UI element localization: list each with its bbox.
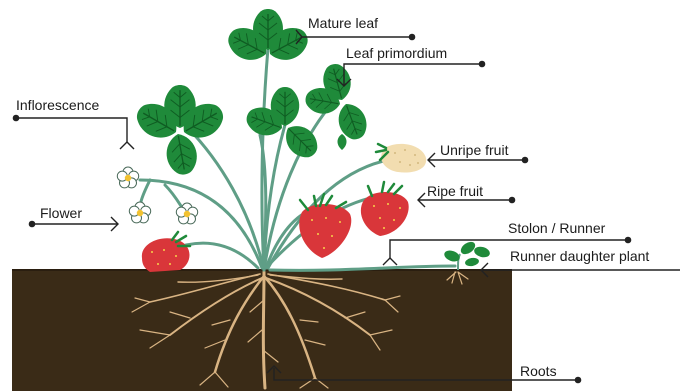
- unripe-fruit: [376, 144, 426, 173]
- ripe-fruit-3: [142, 232, 190, 272]
- label-runner-daughter-plant: Runner daughter plant: [510, 248, 649, 264]
- ripe-fruit-2: [361, 182, 409, 236]
- label-inflorescence: Inflorescence: [16, 97, 99, 113]
- label-leaf-primordium: Leaf primordium: [346, 45, 447, 61]
- label-stolon-runner: Stolon / Runner: [508, 220, 605, 236]
- label-unripe-fruit: Unripe fruit: [440, 142, 508, 158]
- flowers: [117, 167, 197, 224]
- label-flower: Flower: [40, 205, 82, 221]
- leaf-left: [131, 85, 229, 177]
- ripe-fruit-1: [299, 194, 351, 258]
- label-roots: Roots: [520, 363, 557, 379]
- label-ripe-fruit: Ripe fruit: [427, 183, 483, 199]
- label-mature-leaf: Mature leaf: [308, 15, 378, 31]
